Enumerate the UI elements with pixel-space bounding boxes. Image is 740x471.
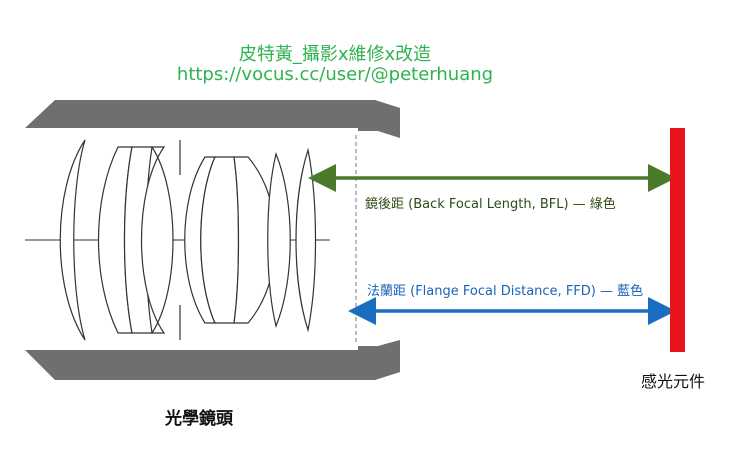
lens-element-8 — [267, 152, 291, 328]
lens-element-7 — [233, 156, 277, 324]
lens-element-9 — [295, 147, 317, 333]
lens-element-6 — [200, 156, 240, 324]
lens-label: 光學鏡頭 — [165, 409, 233, 429]
ffd-label: 法蘭距 (Flange Focal Distance, FFD) — 藍色 — [367, 284, 644, 299]
lens-element-4 — [141, 146, 174, 334]
watermark-line-1: 皮特黃_攝影x維修x改造 — [238, 44, 432, 65]
barrel-bottom — [25, 340, 400, 380]
barrel-top — [25, 100, 400, 138]
lens-element-1 — [59, 139, 86, 341]
sensor-bar — [670, 128, 685, 352]
watermark-line-2: https://vocus.cc/user/@peterhuang — [176, 64, 494, 85]
bfl-label: 鏡後距 (Back Focal Length, BFL) — 綠色 — [365, 197, 616, 212]
sensor-label: 感光元件 — [641, 372, 706, 391]
